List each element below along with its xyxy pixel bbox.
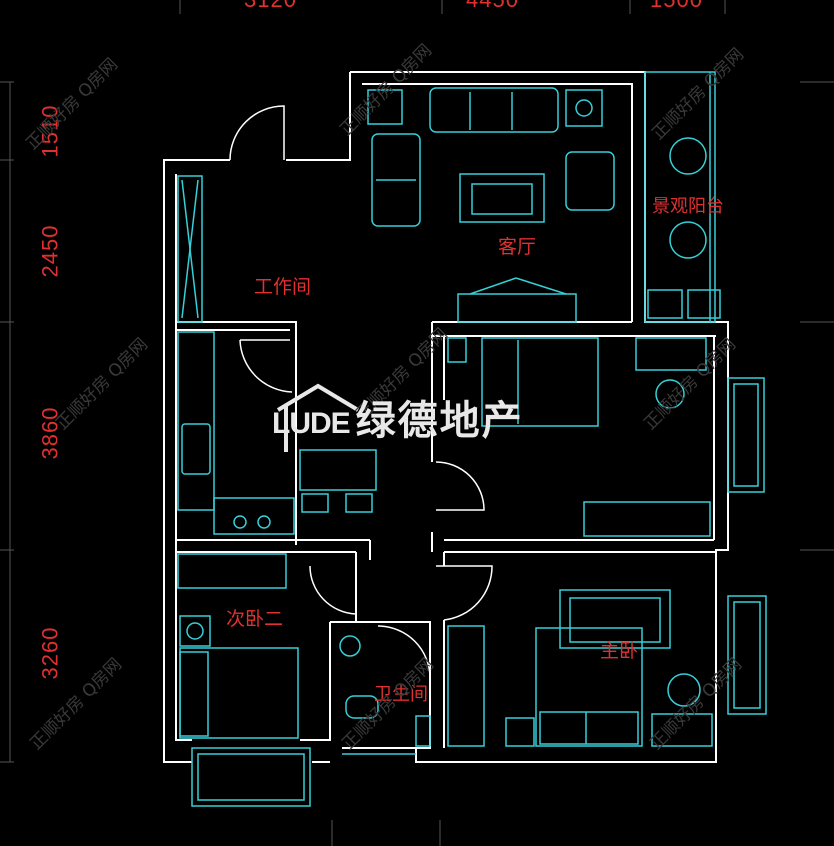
- room-label-master-bedroom: 主卧: [600, 640, 639, 662]
- room-label-second-bedroom: 次卧二: [226, 608, 284, 630]
- dimension-top-2: 4450: [466, 0, 519, 13]
- dimension-left-4: 3260: [37, 626, 63, 680]
- room-label-bathroom: 卫生间: [374, 684, 428, 705]
- room-label-study: 工作间: [254, 276, 312, 298]
- furniture: [177, 87, 721, 747]
- logo-latin-text: LUDE: [272, 407, 351, 440]
- dimension-left-2: 2450: [37, 224, 63, 278]
- dimension-top-1: 3120: [244, 0, 297, 13]
- company-logo: LUDE 绿德地产: [272, 388, 524, 446]
- logo-chinese-text: 绿德地产: [355, 398, 524, 444]
- room-label-living-room: 客厅: [498, 236, 537, 258]
- room-label-balcony: 景观阳台: [652, 196, 724, 217]
- house-icon: [276, 383, 360, 452]
- walls: [163, 71, 729, 763]
- dimension-top-3: 1500: [650, 0, 703, 13]
